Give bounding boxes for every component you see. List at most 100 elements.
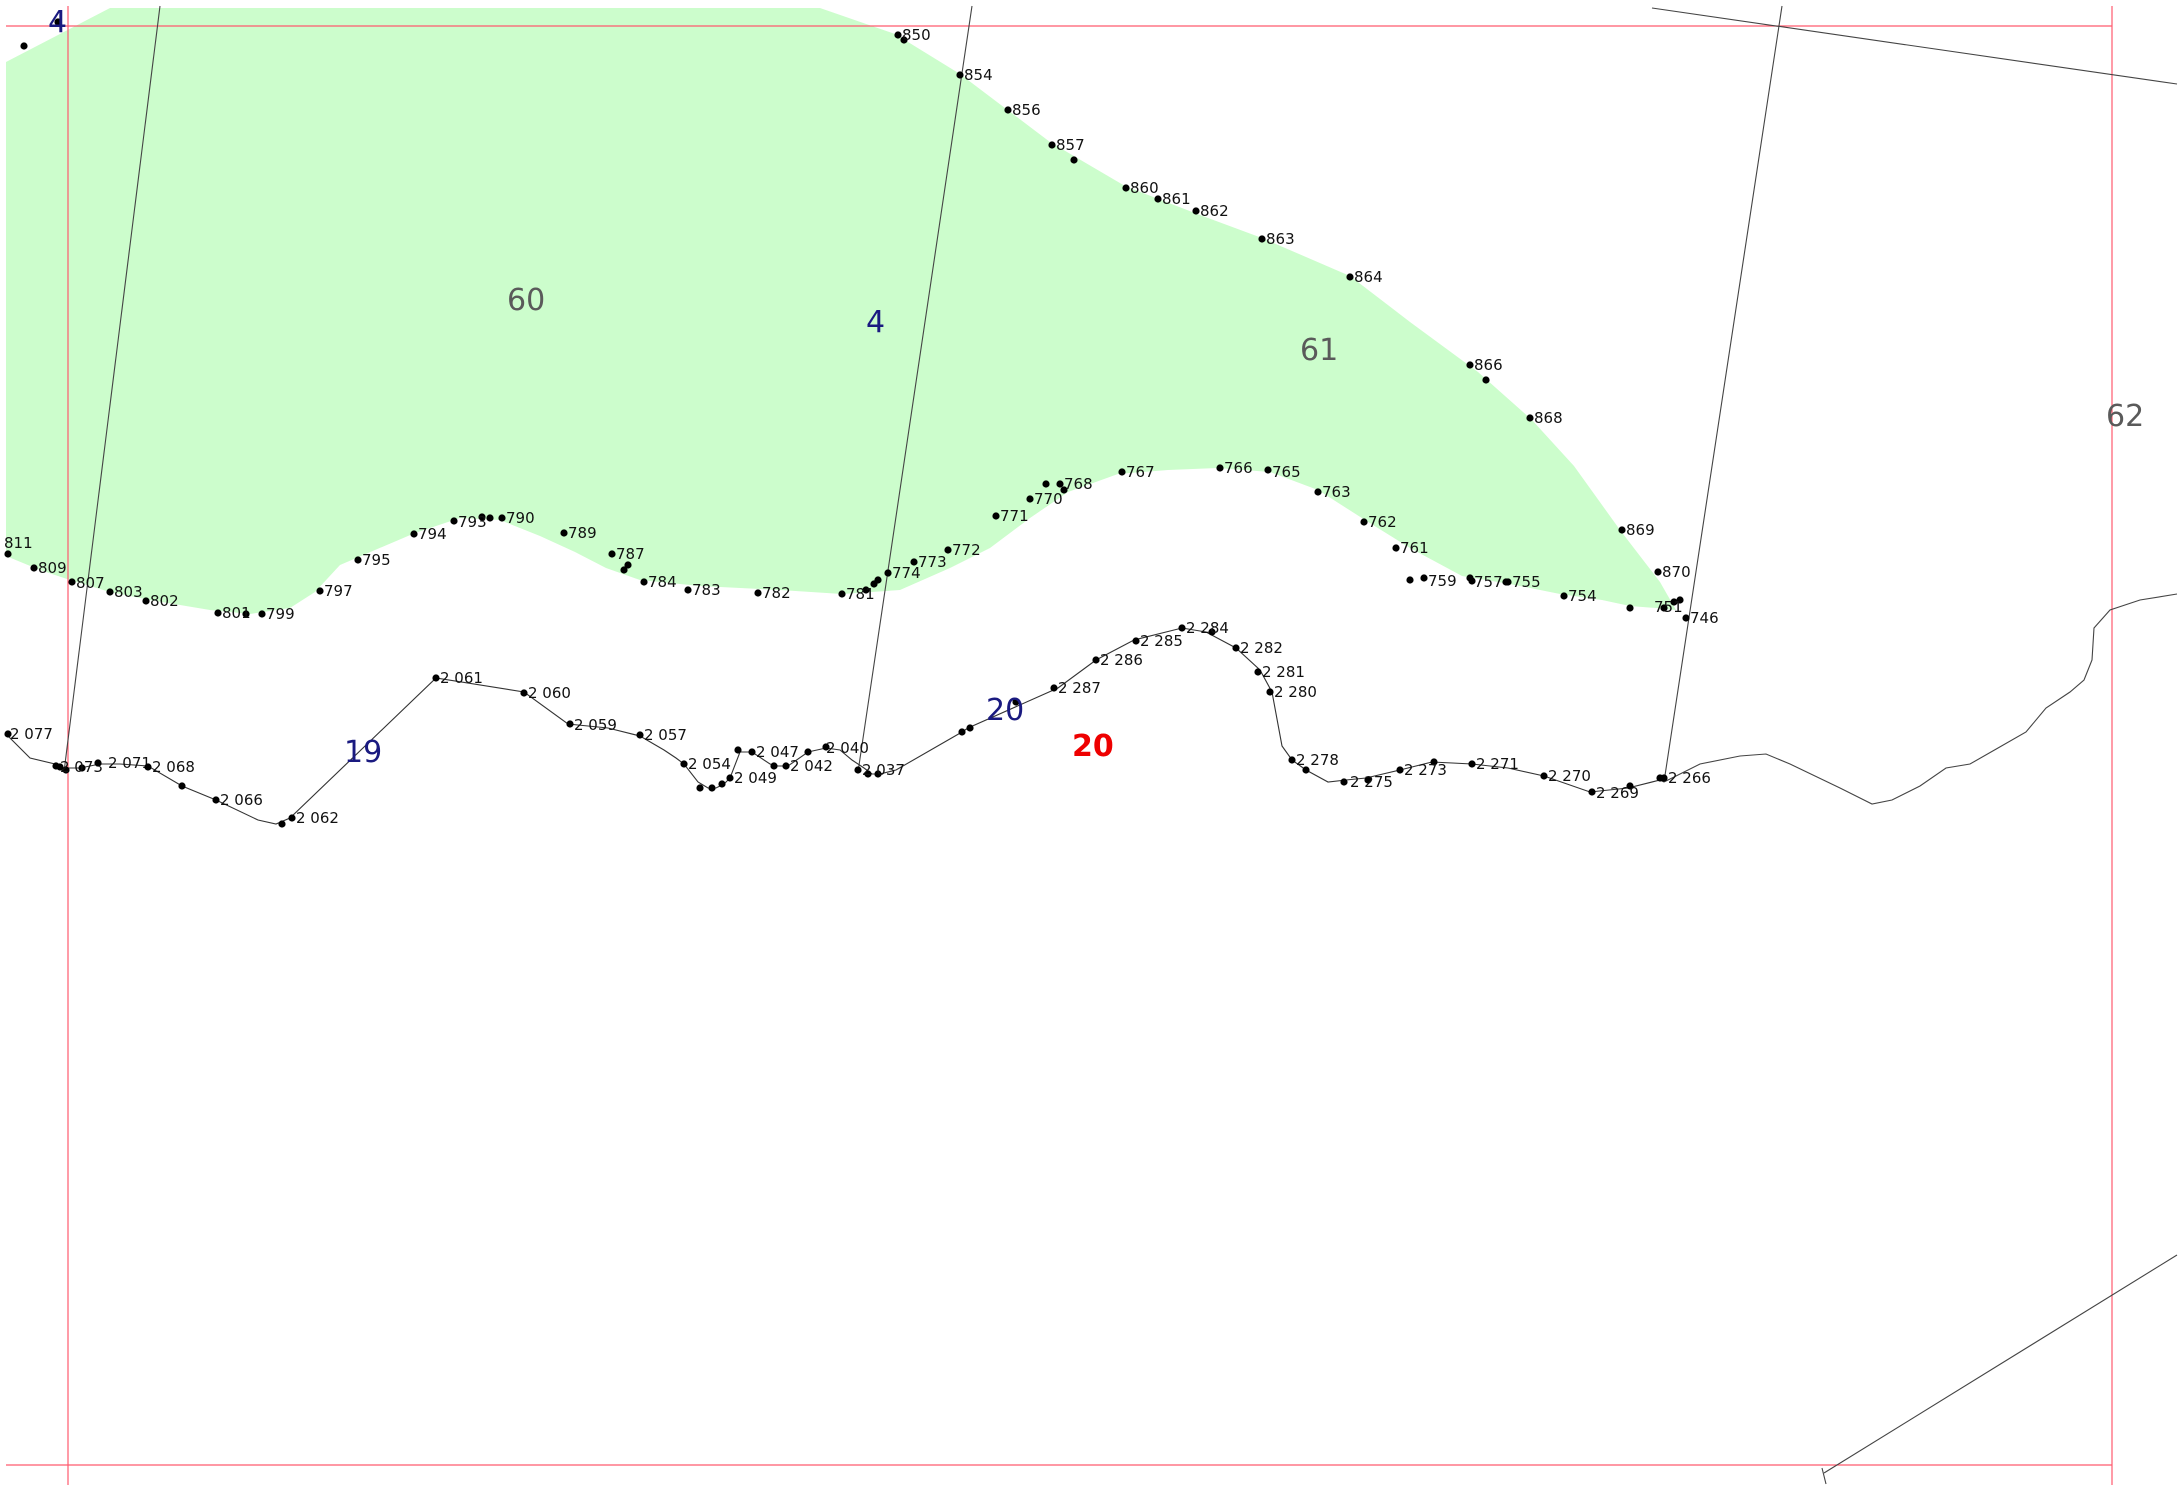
- survey-point-dot: [62, 766, 70, 774]
- survey-point-dot: [1626, 782, 1634, 790]
- survey-point-dot: [822, 743, 830, 751]
- survey-point-dot: [696, 784, 704, 792]
- survey-point-dot: [734, 746, 742, 754]
- survey-point-number: 864: [1354, 268, 1383, 286]
- survey-point-dot: [498, 514, 506, 522]
- survey-point-dot: [1588, 788, 1596, 796]
- survey-point-dot: [726, 774, 734, 782]
- survey-point-dot: [288, 814, 296, 822]
- survey-point-dot: [870, 580, 878, 588]
- survey-point-dot: [838, 590, 846, 598]
- section-label-4: 4: [866, 305, 885, 340]
- survey-point-dot: [1302, 766, 1310, 774]
- survey-point-number: 781: [846, 585, 875, 603]
- survey-point-dot: [1288, 756, 1296, 764]
- survey-point-dot: [992, 512, 1000, 520]
- survey-point-number: 770: [1034, 490, 1063, 508]
- green-zone[interactable]: [6, 8, 1676, 614]
- survey-point-number: 2 271: [1476, 755, 1519, 773]
- section-line: [1651, 7, 2178, 85]
- survey-point-number: 797: [324, 582, 353, 600]
- survey-point-dot: [884, 569, 892, 577]
- survey-point-dot: [4, 550, 12, 558]
- survey-point-number: 784: [648, 573, 677, 591]
- survey-point-dot: [1026, 495, 1034, 503]
- survey-point-number: 757: [1474, 573, 1503, 591]
- survey-point-dot: [54, 18, 62, 26]
- survey-point-dot: [486, 514, 494, 522]
- survey-point-dot: [782, 762, 790, 770]
- survey-point-dot: [1340, 778, 1348, 786]
- survey-point-number: 801: [222, 604, 251, 622]
- survey-point-number: 2 285: [1140, 632, 1183, 650]
- survey-point-dot: [1070, 156, 1078, 164]
- survey-point-dot: [748, 748, 756, 756]
- survey-point-dot: [178, 782, 186, 790]
- survey-point-dot: [684, 586, 692, 594]
- section-line: [857, 5, 973, 773]
- survey-point-dot: [624, 561, 632, 569]
- survey-point-number: 870: [1662, 563, 1691, 581]
- survey-point-dot: [1232, 644, 1240, 652]
- survey-point-dot: [1050, 684, 1058, 692]
- survey-point-dot: [1060, 486, 1068, 494]
- survey-point-dot: [1676, 596, 1684, 604]
- survey-point-number: 809: [38, 559, 67, 577]
- survey-point-number: 2 037: [862, 761, 905, 779]
- survey-point-dot: [862, 586, 870, 594]
- survey-point-dot: [1122, 184, 1130, 192]
- survey-point-dot: [1560, 592, 1568, 600]
- survey-point-number: 795: [362, 551, 391, 569]
- survey-point-dot: [1208, 628, 1216, 636]
- survey-point-number: 2 282: [1240, 639, 1283, 657]
- survey-point-number: 2 040: [826, 739, 869, 757]
- survey-point-dot: [620, 566, 628, 574]
- survey-point-dot: [680, 760, 688, 768]
- survey-point-dot: [560, 529, 568, 537]
- survey-point-dot: [1468, 577, 1476, 585]
- survey-point-number: 751: [1654, 598, 1683, 616]
- survey-point-number: 754: [1568, 587, 1597, 605]
- survey-point-dot: [608, 550, 616, 558]
- survey-point-number: 857: [1056, 136, 1085, 154]
- survey-point-number: 762: [1368, 513, 1397, 531]
- survey-point-dot: [1092, 656, 1100, 664]
- survey-point-number: 2 286: [1100, 651, 1143, 669]
- survey-point-number: 2 278: [1296, 751, 1339, 769]
- survey-point-dot: [142, 597, 150, 605]
- survey-point-number: 755: [1512, 573, 1541, 591]
- boundary-line: [5, 627, 1665, 825]
- survey-point-dot: [106, 588, 114, 596]
- survey-point-number: 861: [1162, 190, 1191, 208]
- survey-point-dot: [78, 764, 86, 772]
- survey-point-number: 811: [4, 534, 33, 552]
- survey-point-number: 759: [1428, 572, 1457, 590]
- survey-point-number: 2 059: [574, 716, 617, 734]
- survey-point-dot: [1482, 376, 1490, 384]
- survey-point-dot: [804, 748, 812, 756]
- survey-point-dot: [1216, 464, 1224, 472]
- survey-point-number: 787: [616, 545, 645, 563]
- survey-point-dot: [1670, 598, 1678, 606]
- survey-point-dot: [1004, 106, 1012, 114]
- survey-point-number: 2 077: [10, 725, 53, 743]
- survey-point-number: 856: [1012, 101, 1041, 119]
- survey-point-number: 793: [458, 513, 487, 531]
- survey-point-dot: [1654, 568, 1662, 576]
- survey-point-dot: [1396, 766, 1404, 774]
- survey-point-dot: [1420, 574, 1428, 582]
- survey-point-dot: [1192, 207, 1200, 215]
- survey-point-dot: [1048, 141, 1056, 149]
- survey-point-number: 807: [76, 574, 105, 592]
- survey-point-number: 2 284: [1186, 619, 1229, 637]
- survey-point-number: 2 273: [1404, 761, 1447, 779]
- survey-point-dot: [144, 763, 152, 771]
- survey-point-dot: [754, 589, 762, 597]
- survey-point-dot: [478, 513, 486, 521]
- survey-point-number: 2 047: [756, 743, 799, 761]
- survey-point-dot: [1132, 637, 1140, 645]
- survey-point-dot: [1660, 604, 1668, 612]
- survey-point-number: 803: [114, 583, 143, 601]
- survey-point-number: 789: [568, 524, 597, 542]
